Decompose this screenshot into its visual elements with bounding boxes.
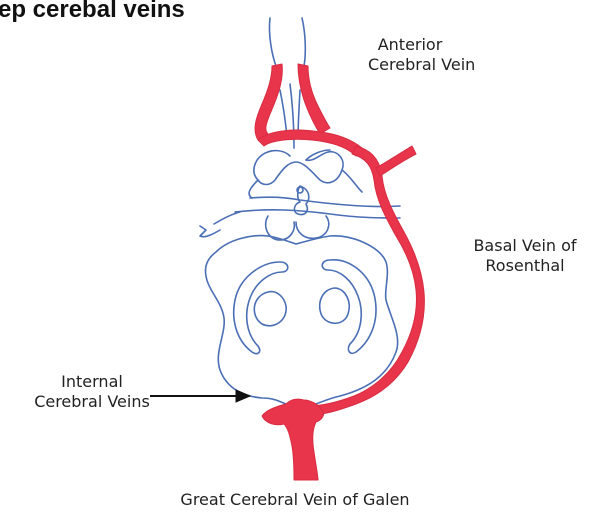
label-anterior-line1: Anterior [368, 35, 452, 55]
internal-cerebral-veins-arrow [150, 390, 250, 402]
basal-vein-branch [376, 146, 416, 176]
right-thalamus-outline [320, 288, 350, 323]
anterior-cerebral-vein-left [255, 64, 282, 140]
basal-vein-of-rosenthal [306, 146, 424, 415]
label-great-cerebral-vein-of-galen: Great Cerebral Vein of Galen [150, 490, 440, 510]
label-internal-line2: Cerebral Veins [30, 392, 154, 412]
brainstem-left-edge [269, 18, 276, 66]
anterior-communicating-vein [258, 130, 362, 156]
left-thalamus-outline [254, 292, 286, 326]
great-cerebral-vein-of-galen [262, 399, 324, 480]
anterior-cerebral-vein-right [298, 64, 330, 134]
upper-lobe-outline [254, 152, 343, 185]
left-ventricle-outline [234, 262, 288, 354]
label-basal-vein-of-rosenthal: Basal Vein of Rosenthal [462, 236, 588, 276]
label-internal-line1: Internal [30, 372, 154, 392]
label-basal-line2: Rosenthal [462, 256, 588, 276]
label-anterior-cerebral-vein: Anterior Cerebral Vein [368, 35, 452, 75]
label-internal-cerebral-veins: Internal Cerebral Veins [30, 372, 154, 412]
label-basal-line1: Basal Vein of [462, 236, 588, 256]
brainstem-right-edge [302, 18, 305, 66]
label-anterior-line2: Cerebral Vein [368, 55, 452, 75]
